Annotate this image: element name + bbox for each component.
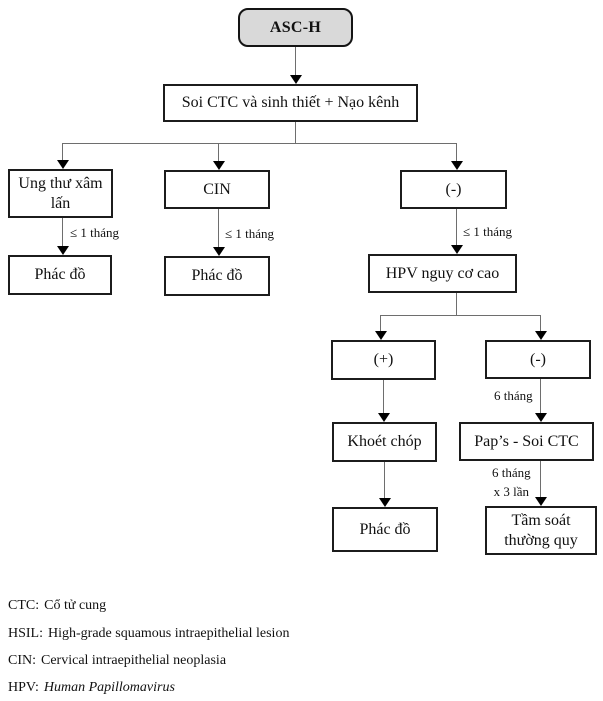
arrowhead-icon: [212, 247, 225, 256]
connector-line: [456, 143, 457, 162]
node-asch: ASC-H: [238, 8, 353, 47]
legend-abbr: CTC:: [8, 598, 40, 613]
connector-line: [295, 122, 296, 143]
connector-line: [295, 47, 296, 76]
legend-definition: Human Papillomavirus: [43, 680, 175, 695]
arrowhead-icon: [56, 160, 69, 169]
edge-label-6-thang: 6 tháng: [494, 388, 533, 403]
node-tam-soat-thuong-quy: Tầm soát thường quy: [485, 506, 597, 555]
node-positive: (+): [331, 340, 436, 380]
arrowhead-icon: [534, 413, 547, 422]
connector-line: [62, 143, 63, 161]
arrowhead-icon: [450, 245, 463, 254]
node-paps-soi-ctc: Pap’s - Soi CTC: [459, 422, 594, 461]
legend-item-cin: CIN: Cervical intraepithelial neoplasia: [8, 653, 226, 669]
connector-line: [62, 218, 63, 247]
connector-line: [218, 209, 219, 247]
edge-label-le-1-thang-right: ≤ 1 tháng: [463, 224, 513, 239]
arrowhead-icon: [289, 75, 302, 84]
node-ung-thu-xam-lan: Ung thư xâm lấn: [8, 169, 113, 218]
legend-item-hpv: HPV: Human Papillomavirus: [8, 680, 175, 696]
legend-abbr: CIN:: [8, 653, 36, 668]
connector-line: [380, 315, 381, 331]
connector-line: [540, 461, 541, 497]
legend-definition: High-grade squamous intraepithelial lesi…: [48, 626, 290, 641]
arrowhead-icon: [450, 161, 463, 170]
edge-label-line2: x 3 lần: [493, 483, 530, 499]
connector-line: [383, 380, 384, 413]
edge-label-line1: 6 tháng: [492, 465, 531, 480]
node-phac-do-3: Phác đồ: [332, 507, 438, 552]
connector-line: [456, 209, 457, 245]
connector-line: [218, 143, 219, 162]
legend-item-ctc: CTC: Cổ tử cung: [8, 598, 106, 614]
node-phac-do-2: Phác đồ: [164, 256, 270, 296]
arrowhead-icon: [374, 331, 387, 340]
legend-definition: Cervical intraepithelial neoplasia: [41, 653, 227, 668]
node-phac-do-1: Phác đồ: [8, 255, 112, 295]
edge-label-6-thang-x3: 6 tháng x 3 lần: [492, 464, 531, 502]
legend-item-hsil: HSIL: High-grade squamous intraepithelial…: [8, 626, 289, 642]
connector-line: [456, 293, 457, 315]
legend-definition: Cổ tử cung: [44, 598, 107, 613]
connector-line: [540, 315, 541, 331]
legend-abbr: HSIL:: [8, 626, 43, 641]
node-cin: CIN: [164, 170, 270, 209]
edge-label-le-1-thang-left: ≤ 1 tháng: [70, 225, 120, 240]
node-soi-ctc: Soi CTC và sinh thiết + Nạo kênh: [163, 84, 418, 122]
node-negative-1: (-): [400, 170, 507, 209]
arrowhead-icon: [378, 498, 391, 507]
connector-line: [384, 462, 385, 498]
node-hpv-nguy-co-cao: HPV nguy cơ cao: [368, 254, 517, 293]
arrowhead-icon: [212, 161, 225, 170]
arrowhead-icon: [56, 246, 69, 255]
arrowhead-icon: [534, 497, 547, 506]
node-negative-2: (-): [485, 340, 591, 379]
connector-line: [540, 379, 541, 413]
legend-abbr: HPV:: [8, 680, 39, 695]
arrowhead-icon: [534, 331, 547, 340]
arrowhead-icon: [377, 413, 390, 422]
node-khoet-chop: Khoét chóp: [332, 422, 437, 462]
edge-label-le-1-thang-middle: ≤ 1 tháng: [225, 226, 275, 241]
connector-line: [380, 315, 540, 316]
connector-line: [62, 143, 456, 144]
